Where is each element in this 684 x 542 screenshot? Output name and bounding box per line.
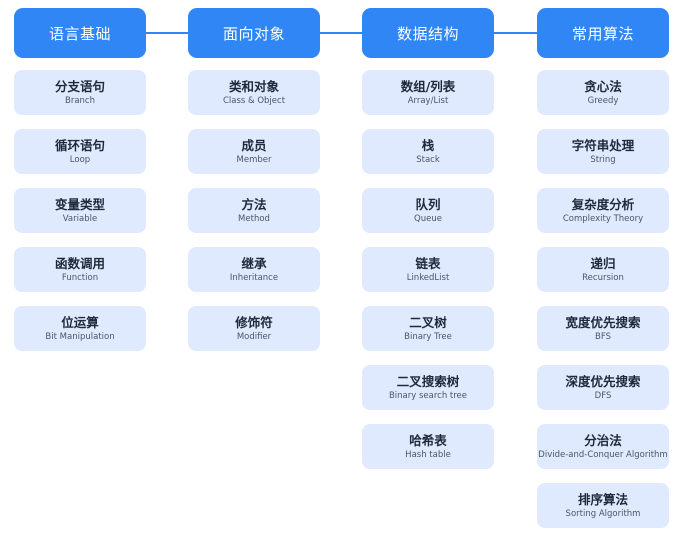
topic-card[interactable]: 分治法 Divide-and-Conquer Algorithm (537, 424, 669, 469)
column-header[interactable]: 语言基础 (14, 8, 146, 58)
column-items: 贪心法 Greedy 字符串处理 String 复杂度分析 Complexity Theo… (537, 70, 669, 542)
topic-subtitle: Recursion (582, 273, 624, 283)
topic-subtitle: Branch (65, 96, 95, 106)
topic-subtitle: Inheritance (229, 273, 279, 283)
topic-subtitle: Complexity Theory (562, 214, 644, 224)
topic-card[interactable]: 递归 Recursion (537, 247, 669, 292)
topic-subtitle: Class & Object (222, 96, 286, 106)
topic-subtitle: Stack (416, 155, 440, 165)
topic-card[interactable]: 哈希表 Hash table (362, 424, 494, 469)
topic-card[interactable]: 复杂度分析 Complexity Theory (537, 188, 669, 233)
topic-subtitle: Hash table (405, 450, 451, 460)
column-header[interactable]: 面向对象 (188, 8, 320, 58)
column-language-basics: 语言基础 分支语句 Branch 循环语句 Loop 变量类型 Variable 函数调用 F… (14, 8, 146, 365)
column-header[interactable]: 数据结构 (362, 8, 494, 58)
topic-card[interactable]: 循环语句 Loop (14, 129, 146, 174)
topic-card[interactable]: 数组/列表 Array/List (362, 70, 494, 115)
topic-title: 排序算法 (577, 492, 628, 507)
topic-subtitle: Divide-and-Conquer Algorithm (538, 450, 668, 460)
topic-title: 贪心法 (584, 79, 622, 94)
topic-subtitle: Greedy (587, 96, 619, 106)
column-items: 数组/列表 Array/List 栈 Stack 队列 Queue 链表 LinkedList… (362, 70, 494, 483)
topic-card[interactable]: 函数调用 Function (14, 247, 146, 292)
topic-card[interactable]: 栈 Stack (362, 129, 494, 174)
topic-subtitle: String (590, 155, 616, 165)
topic-card[interactable]: 排序算法 Sorting Algorithm (537, 483, 669, 528)
connector-line-3 (494, 32, 537, 34)
topic-subtitle: Loop (69, 155, 91, 165)
topic-title: 函数调用 (54, 256, 105, 271)
topic-title: 成员 (241, 138, 267, 153)
topic-title: 数组/列表 (400, 79, 456, 94)
topic-card[interactable]: 二叉树 Binary Tree (362, 306, 494, 351)
topic-card[interactable]: 修饰符 Modifier (188, 306, 320, 351)
topic-title: 二叉树 (409, 315, 447, 330)
topic-subtitle: Method (238, 214, 270, 224)
topic-card[interactable]: 深度优先搜索 DFS (537, 365, 669, 410)
topic-subtitle: Variable (62, 214, 98, 224)
topic-card[interactable]: 位运算 Bit Manipulation (14, 306, 146, 351)
topic-title: 变量类型 (54, 197, 105, 212)
topic-title: 复杂度分析 (571, 197, 635, 212)
topic-subtitle: Binary search tree (388, 391, 468, 401)
topic-subtitle: Array/List (407, 96, 449, 106)
topic-card[interactable]: 宽度优先搜索 BFS (537, 306, 669, 351)
topic-card[interactable]: 方法 Method (188, 188, 320, 233)
column-items: 类和对象 Class & Object 成员 Member 方法 Method 继承 Inhe… (188, 70, 320, 365)
topic-title: 循环语句 (54, 138, 105, 153)
topic-title: 深度优先搜索 (565, 374, 641, 389)
topic-title: 链表 (415, 256, 441, 271)
topic-title: 位运算 (61, 315, 99, 330)
topic-card[interactable]: 字符串处理 String (537, 129, 669, 174)
topic-subtitle: Member (236, 155, 272, 165)
column-data-structures: 数据结构 数组/列表 Array/List 栈 Stack 队列 Queue 链表 Linke… (362, 8, 494, 483)
topic-card[interactable]: 变量类型 Variable (14, 188, 146, 233)
topic-subtitle: Binary Tree (404, 332, 452, 342)
topic-title: 哈希表 (409, 433, 447, 448)
column-items: 分支语句 Branch 循环语句 Loop 变量类型 Variable 函数调用 Functi… (14, 70, 146, 365)
connector-line-1 (146, 32, 188, 34)
topic-title: 继承 (241, 256, 267, 271)
column-header[interactable]: 常用算法 (537, 8, 669, 58)
connector-line-2 (320, 32, 362, 34)
topic-subtitle: LinkedList (406, 273, 450, 283)
topic-subtitle: Function (61, 273, 99, 283)
topic-title: 宽度优先搜索 (565, 315, 641, 330)
topic-title: 分治法 (584, 433, 622, 448)
topic-title: 方法 (241, 197, 267, 212)
topic-card[interactable]: 分支语句 Branch (14, 70, 146, 115)
topic-title: 字符串处理 (571, 138, 635, 153)
topic-card[interactable]: 队列 Queue (362, 188, 494, 233)
topic-card[interactable]: 贪心法 Greedy (537, 70, 669, 115)
column-object-oriented: 面向对象 类和对象 Class & Object 成员 Member 方法 Method 继… (188, 8, 320, 365)
topic-title: 类和对象 (228, 79, 279, 94)
topic-subtitle: Queue (414, 214, 442, 224)
topic-card[interactable]: 成员 Member (188, 129, 320, 174)
topic-title: 修饰符 (235, 315, 273, 330)
topic-card[interactable]: 二叉搜索树 Binary search tree (362, 365, 494, 410)
topic-card[interactable]: 类和对象 Class & Object (188, 70, 320, 115)
topic-card[interactable]: 链表 LinkedList (362, 247, 494, 292)
topic-subtitle: DFS (594, 391, 612, 401)
topic-subtitle: Modifier (236, 332, 272, 342)
topic-title: 栈 (421, 138, 435, 153)
topic-title: 队列 (415, 197, 441, 212)
topic-card[interactable]: 继承 Inheritance (188, 247, 320, 292)
topic-subtitle: Bit Manipulation (45, 332, 115, 342)
column-common-algorithms: 常用算法 贪心法 Greedy 字符串处理 String 复杂度分析 Complexity… (537, 8, 669, 542)
topic-title: 递归 (590, 256, 616, 271)
topic-title: 分支语句 (54, 79, 105, 94)
topic-subtitle: BFS (595, 332, 611, 342)
topic-title: 二叉搜索树 (396, 374, 460, 389)
topic-subtitle: Sorting Algorithm (565, 509, 641, 519)
